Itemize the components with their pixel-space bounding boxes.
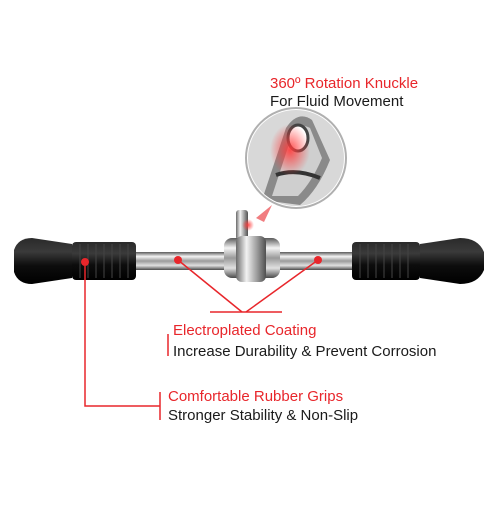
feature-description-rubber-grips: Stronger Stability & Non-Slip	[168, 407, 359, 424]
grip-callout-dot	[81, 258, 89, 266]
grip-leader	[84, 266, 160, 407]
coating-leader-left	[177, 259, 243, 313]
feature-title-rubber-grips: Comfortable Rubber Grips	[168, 388, 344, 405]
feature-description-electroplated-coating: Increase Durability & Prevent Corrosion	[173, 343, 437, 360]
knuckle-zoom-inset	[245, 107, 347, 209]
right-grip	[352, 238, 484, 284]
swivel-knuckle	[224, 210, 280, 282]
feature-title-electroplated-coating: Electroplated Coating	[173, 322, 317, 339]
coating-leader-right	[245, 259, 319, 313]
left-grip	[14, 238, 136, 284]
feature-description-rotation-knuckle: For Fluid Movement	[270, 93, 404, 110]
feature-title-rotation-knuckle: 360º Rotation Knuckle	[270, 75, 419, 92]
